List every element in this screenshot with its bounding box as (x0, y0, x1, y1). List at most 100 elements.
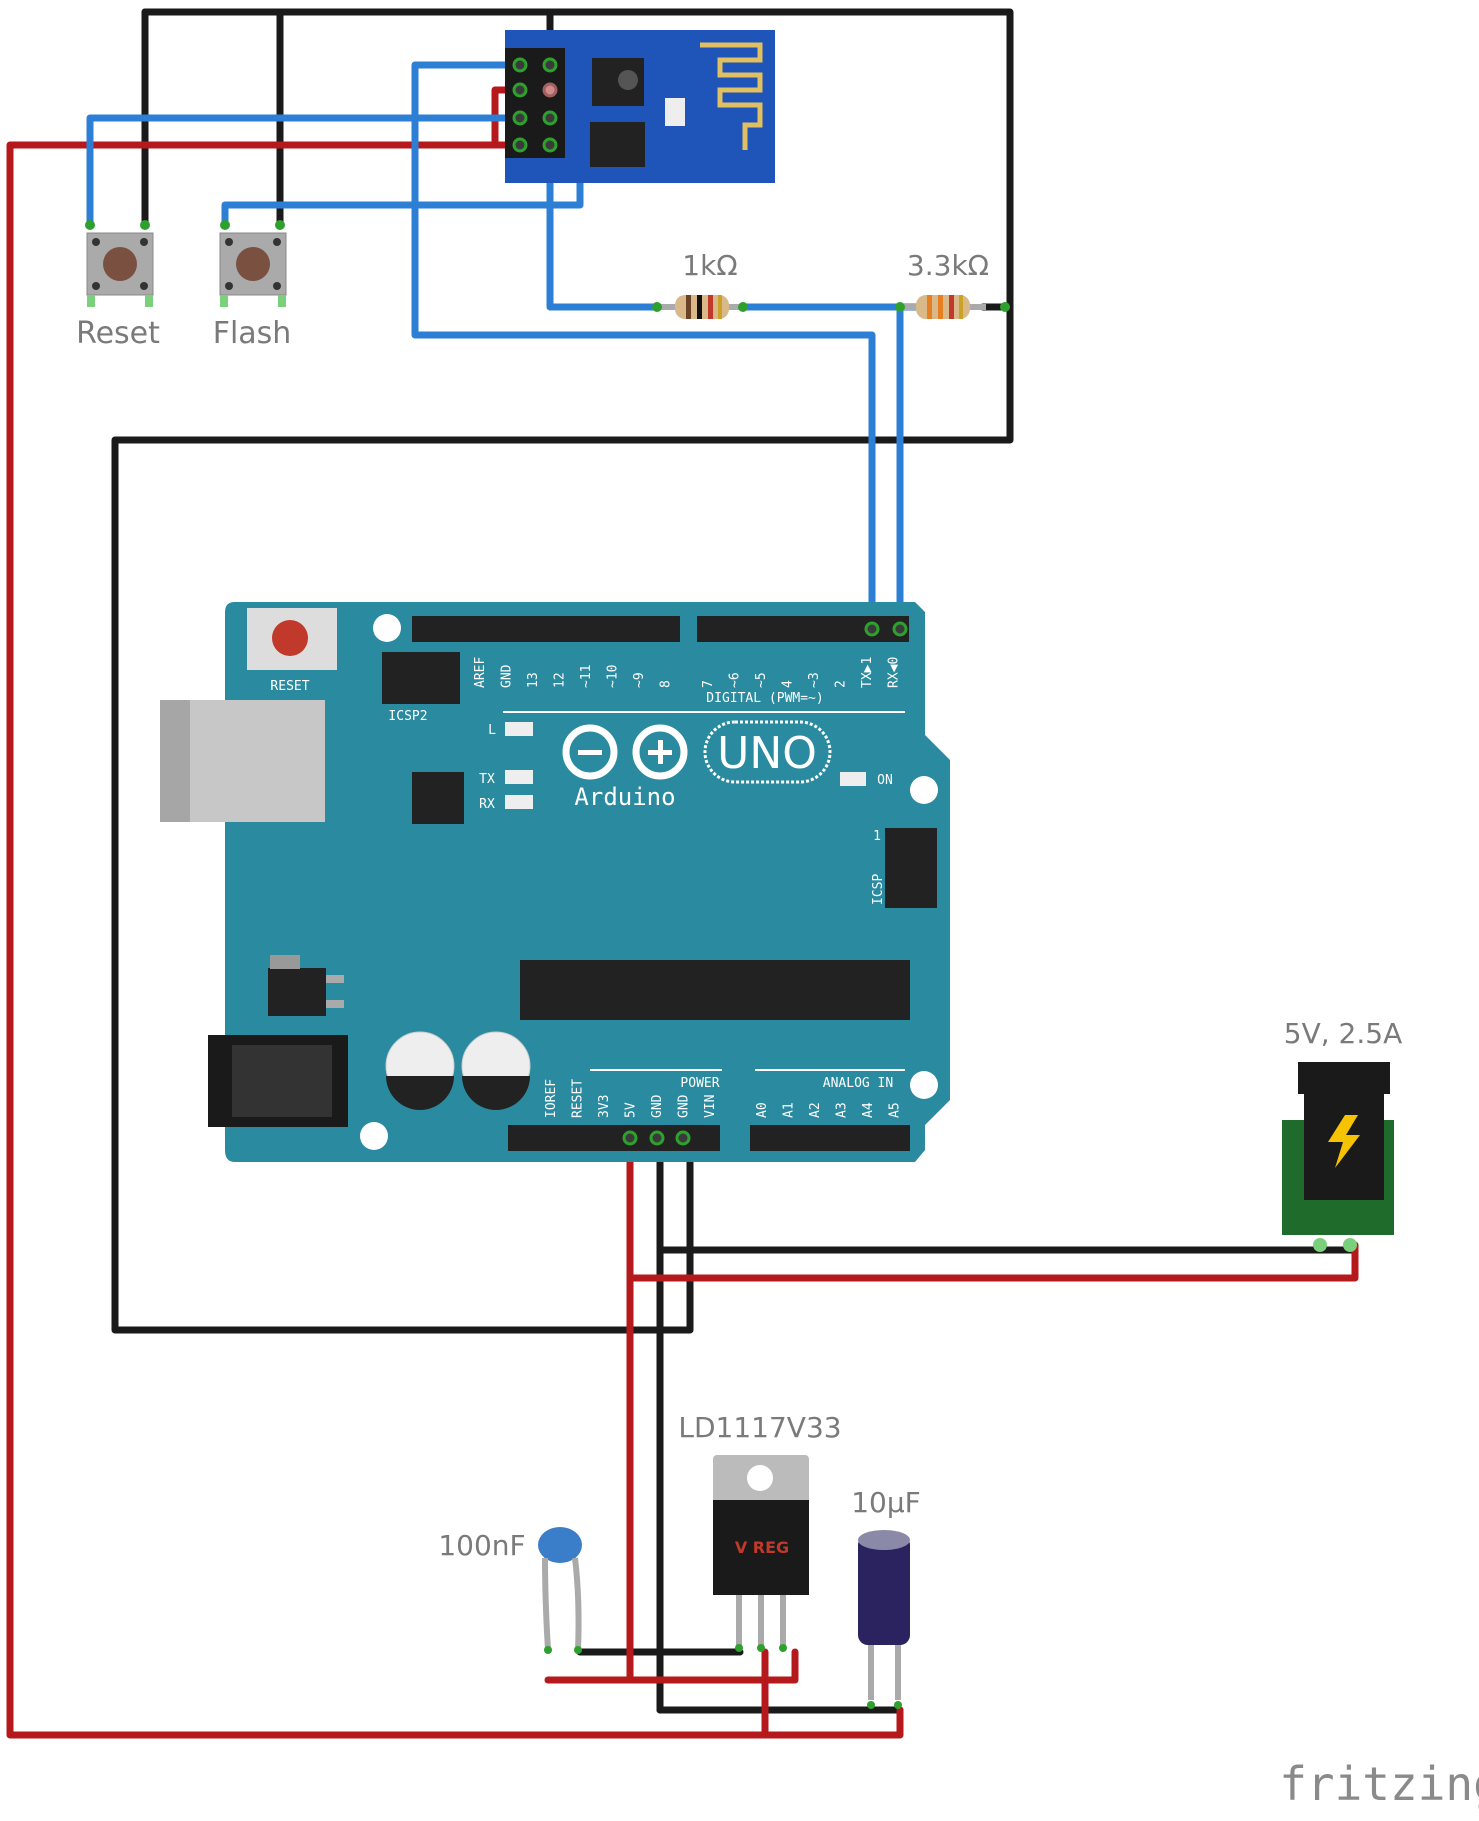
arduino-logo-icon (562, 724, 688, 780)
mounting-hole (910, 776, 938, 804)
led-tx-label: TX (479, 772, 495, 787)
reset-button-cap (272, 620, 308, 656)
uno-label: UNO (717, 728, 817, 779)
onboard-capacitor (385, 1031, 455, 1110)
esp01-led (665, 98, 685, 126)
pin-label: RX◀0 (887, 657, 902, 688)
pin-label: 5V (624, 1102, 639, 1118)
arduino-brand: Arduino (574, 783, 675, 811)
pin-label: ~5 (754, 672, 769, 688)
pin-label: RESET (571, 1079, 586, 1118)
wire-gnd-caps (576, 1648, 904, 1714)
pin-label: 13 (526, 672, 541, 688)
pin-label: 3V3 (597, 1095, 612, 1118)
regulator-label: LD1117V33 (678, 1411, 841, 1444)
resistor-3k3 (895, 295, 1010, 319)
pin-label: ~6 (728, 672, 743, 688)
pin-label: A3 (835, 1102, 850, 1118)
pin-label: AREF (473, 657, 488, 688)
lightning-icon (1328, 1115, 1360, 1168)
wire-gnd-jack (656, 1141, 1359, 1714)
mounting-hole (373, 614, 401, 642)
pin-label: A1 (782, 1102, 797, 1118)
uno-badge (703, 720, 832, 784)
pin-label: 8 (659, 680, 674, 688)
usb-chip (412, 772, 464, 824)
analog-header (750, 1125, 910, 1151)
dc-power-jack (1282, 1062, 1394, 1252)
resistor-1k-label: 1kΩ (682, 249, 737, 282)
pin-label: GND (650, 1094, 665, 1118)
esp01-pins (512, 57, 558, 153)
flash-pushbutton (219, 220, 287, 307)
wire-esp-rst (86, 114, 524, 229)
wire-gnd-top (111, 8, 1014, 1334)
digital-label: DIGITAL (PWM=~) (706, 691, 823, 706)
ceramic-capacitor-label: 100nF (438, 1529, 525, 1562)
pin-5v (622, 1130, 638, 1146)
reset-button-label: Reset (76, 316, 160, 351)
pin-label: 4 (781, 680, 796, 688)
icsp-label: ICSP (871, 874, 886, 905)
pin-gnd (675, 1130, 691, 1146)
pin-label: GND (677, 1094, 692, 1118)
led-tx (505, 770, 533, 784)
esp01-flash-chip (590, 122, 645, 167)
mounting-hole (910, 1071, 938, 1099)
led-l (505, 722, 533, 736)
arduino-reset-label: RESET (270, 679, 309, 694)
pin-label: A4 (861, 1102, 876, 1118)
pin-label: A0 (755, 1102, 770, 1118)
ld1117-regulator: V REG (713, 1455, 809, 1647)
pin-label: GND (500, 664, 515, 688)
electrolytic-capacitor-label: 10µF (851, 1486, 921, 1519)
onboard-capacitor (461, 1031, 531, 1110)
resistor-1k (652, 295, 748, 319)
onboard-regulator (268, 968, 326, 1016)
icsp2-header (382, 652, 460, 704)
led-rx (505, 795, 533, 809)
junction-dots (544, 1644, 902, 1709)
vreg-text: V REG (735, 1538, 789, 1557)
esp01-logo-icon (618, 70, 638, 90)
ceramic-capacitor (538, 1527, 582, 1651)
power-pin-labels: IOREF RESET 3V3 5V GND GND VIN (544, 1079, 718, 1118)
wire-3v3-left (6, 141, 904, 1739)
pin-label: ~10 (606, 665, 621, 688)
led-on-label: ON (877, 773, 893, 788)
led-l-label: L (488, 723, 496, 738)
wire-5v-reg (544, 1648, 799, 1684)
icsp-pin1-label: 1 (873, 829, 881, 844)
pin-label: 12 (553, 672, 568, 688)
pin-label: 2 (834, 680, 849, 688)
pin-label: VIN (703, 1095, 718, 1118)
pin-label: A2 (808, 1102, 823, 1118)
icsp-header (885, 828, 937, 908)
led-rx-label: RX (479, 797, 495, 812)
antenna-icon (700, 42, 763, 150)
pin-tx1 (864, 621, 880, 637)
pin-label: ~9 (632, 672, 647, 688)
resistor-3k3-label: 3.3kΩ (907, 249, 989, 282)
mounting-hole (360, 1122, 388, 1150)
top-pin-labels-left: AREF GND 13 12 ~11 ~10 ~9 8 (473, 657, 674, 688)
wires (6, 8, 1359, 1739)
reset-pushbutton (85, 220, 154, 307)
atmega-chip (520, 960, 910, 1020)
esp01-module (505, 30, 775, 183)
led-on (840, 772, 866, 786)
pin-label: A5 (888, 1102, 903, 1118)
pin-rx0 (892, 621, 908, 637)
digital-header-left (412, 616, 680, 642)
fritzing-watermark: fritzing (1279, 1757, 1479, 1811)
pin-label: 7 (701, 680, 716, 688)
analog-label: ANALOG IN (823, 1076, 893, 1091)
icsp2-label: ICSP2 (388, 709, 427, 724)
pin-gnd (649, 1130, 665, 1146)
pin-label: ~11 (579, 665, 594, 688)
pin-label: TX▶1 (860, 657, 875, 688)
pin-label: IOREF (544, 1079, 559, 1118)
